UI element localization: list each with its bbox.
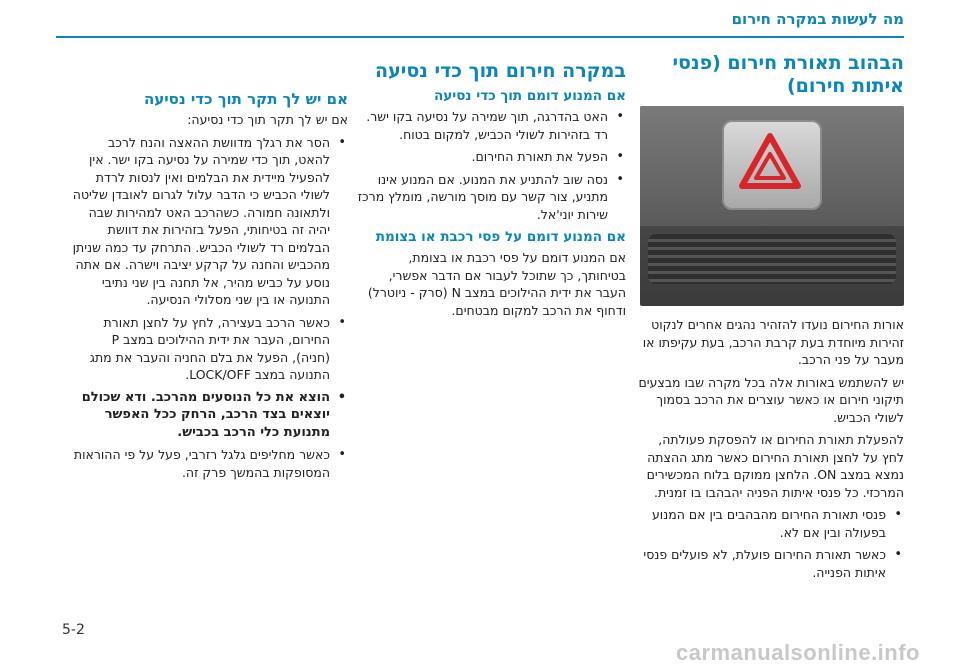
list-item: הסר את רגלך מדוושת ההאצה והנח לרכב להאט,… [70,134,348,309]
right-paragraph-1: אורות החירום נועדו להזהיר נהגים אחרים לנ… [642,317,904,367]
left-bullet-list: הסר את רגלך מדוושת ההאצה והנח לרכב להאט,… [70,134,348,482]
list-item: כאשר מחליפים גלגל רזרבי, פעל על פי ההורא… [70,446,348,481]
flat-tire-heading: אם יש לך תקר תוך כדי נסיעה [143,90,348,108]
right-paragraph-2: יש להשתמש באורות אלה בכל מקרה שבו מבצעים… [638,374,904,425]
list-item: נסה שוב להתניע את המנוע. אם המנוע אינו מ… [356,171,626,224]
engine-stall-subheading: אם המנוע דומם תוך כדי נסיעה [434,88,626,104]
list-item: האט בהדרגה, תוך שמירה על נסיעה בקו ישר. … [356,108,626,143]
dashboard-hazard-photo [640,106,904,306]
right-column: הבהוב תאורת חירום (פנסי איתות חירום) אור… [634,52,904,586]
hazard-button [722,120,822,210]
hazard-lights-heading: הבהוב תאורת חירום (פנסי איתות חירום) [672,52,904,97]
list-item: פנסי תאורת החירום מהבהבים בין אם המנוע ב… [634,506,904,541]
air-vent [648,234,896,284]
railroad-paragraph: אם המנוע דומם על פסי רכבת או בצומת, בטיח… [367,250,626,318]
right-bullet-list: פנסי תאורת החירום מהבהבים בין אם המנוע ב… [634,506,904,581]
watermark: carmanualsonline.info [676,640,920,665]
hazard-triangle-icon [739,133,801,189]
emergency-driving-heading: במקרה חירום תוך כדי נסיעה [375,60,626,82]
list-item: כאשר הרכב בעצירה, לחץ על לחצן תאורת החיר… [70,314,348,384]
railroad-stall-subheading: אם המנוע דומם על פסי רכבת או בצומת [375,229,626,245]
page-number: 5-2 [62,622,85,638]
list-item: הוצא את כל הנוסעים מהרכב. ודא שכולם יוצא… [70,389,348,442]
header-divider [56,36,904,38]
middle-column: במקרה חירום תוך כדי נסיעה אם המנוע דומם … [356,60,626,324]
list-item: כאשר תאורת החירום פועלת, לא פועלים פנסי … [634,546,904,581]
middle-bullet-list: האט בהדרגה, תוך שמירה על נסיעה בקו ישר. … [356,108,626,223]
list-item: הפעל את תאורת החירום. [356,148,626,166]
section-header-title: מה לעשות במקרה חירום [731,10,904,28]
flat-tire-intro: אם יש לך תקר תוך כדי נסיעה: [187,112,348,127]
left-column: אם יש לך תקר תוך כדי נסיעה אם יש לך תקר … [70,88,348,486]
right-paragraph-3: להפעלת תאורת החירום או להפסקת פעולתה, לח… [646,432,904,500]
